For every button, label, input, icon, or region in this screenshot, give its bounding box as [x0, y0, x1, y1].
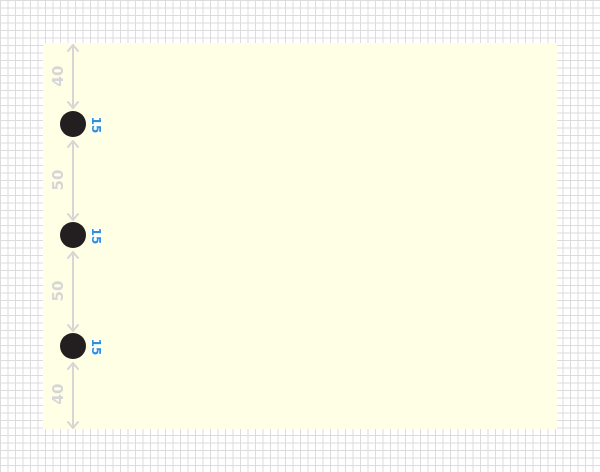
dimension-arrow	[67, 362, 79, 429]
gap-label: 50	[49, 170, 67, 191]
gap-label: 40	[49, 66, 67, 87]
dot	[60, 222, 86, 248]
dot	[60, 333, 86, 359]
diameter-label: 15	[89, 117, 103, 134]
gap-label: 40	[49, 384, 67, 405]
dot	[60, 111, 86, 137]
diameter-label: 15	[89, 339, 103, 356]
diameter-label: 15	[89, 228, 103, 245]
artboard	[43, 43, 557, 429]
dimension-arrow	[67, 251, 79, 332]
dimension-arrow	[67, 140, 79, 221]
dimension-arrow	[67, 44, 79, 109]
gap-label: 50	[49, 281, 67, 302]
